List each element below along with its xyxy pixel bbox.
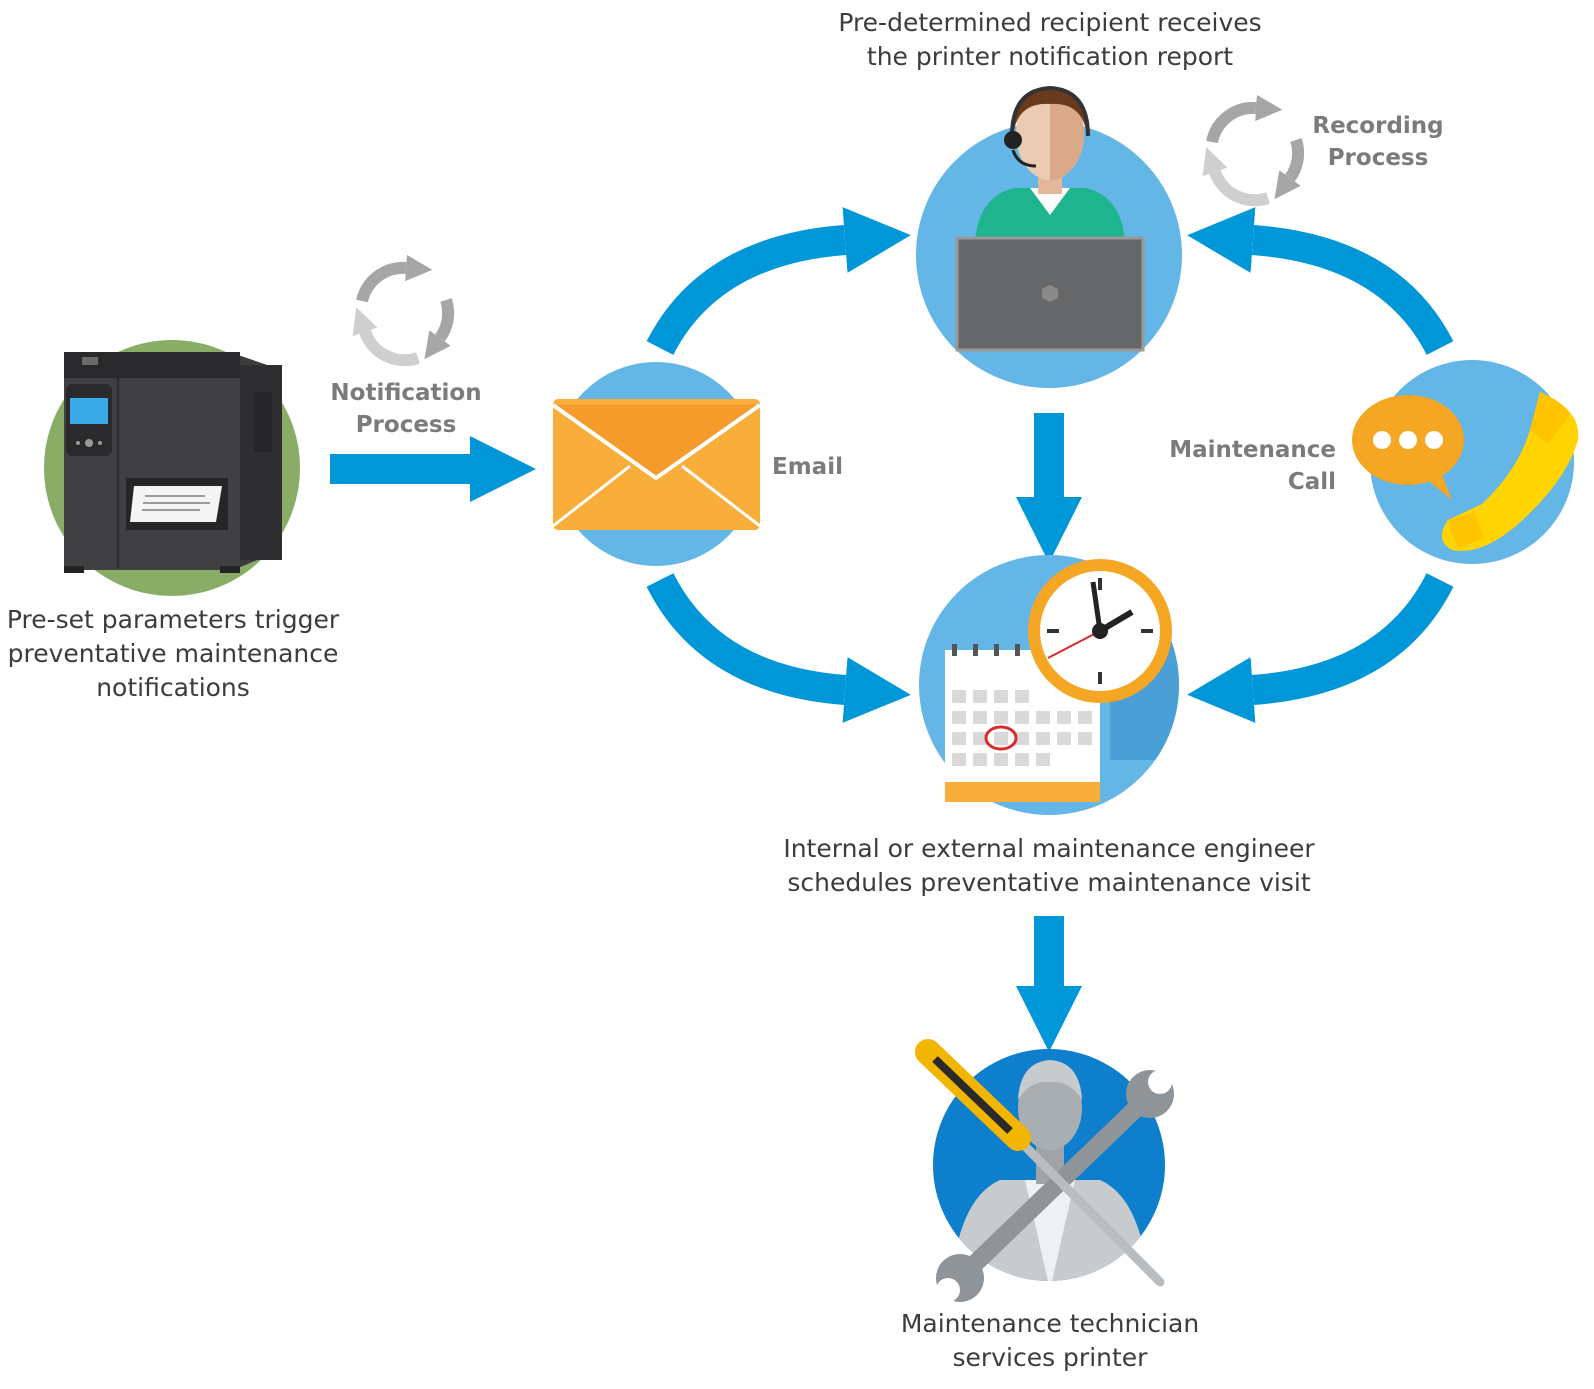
schedule-node [919,555,1179,815]
edge-email-to-recipient [646,207,911,356]
phone-icon [1441,392,1579,551]
technician-node [915,1039,1174,1302]
recipient-caption: Pre-determined recipient receives the pr… [838,8,1262,71]
printer-node [44,340,300,596]
edge-call-to-schedule [1187,573,1454,723]
schedule-caption: Internal or external maintenance enginee… [783,834,1315,897]
wrench-icon [936,1070,1174,1302]
call-node [1352,360,1579,564]
edge-call-to-recipient [1187,207,1454,356]
cycle-icon-recording [1202,94,1305,207]
notification-process-label: Notification Process [330,380,482,438]
maintenance-call-label: Maintenance Call [1169,437,1336,495]
clock-icon [1028,559,1172,703]
printer-icon [64,352,282,573]
email-node [551,362,762,566]
printer-screen [70,398,108,424]
cycle-icon [352,254,455,367]
recipient-node [916,85,1182,388]
recording-process-label: Recording Process [1312,113,1444,171]
edge-email-to-schedule [646,573,911,723]
screwdriver-icon [915,1039,1165,1287]
speech-bubble-icon [1352,395,1464,500]
technician-caption: Maintenance technician services printer [900,1309,1200,1372]
agent-with-laptop-icon [955,85,1145,352]
envelope-icon [551,399,762,530]
email-label: Email [772,454,843,480]
printer-caption: Pre-set parameters trigger preventative … [6,605,340,702]
